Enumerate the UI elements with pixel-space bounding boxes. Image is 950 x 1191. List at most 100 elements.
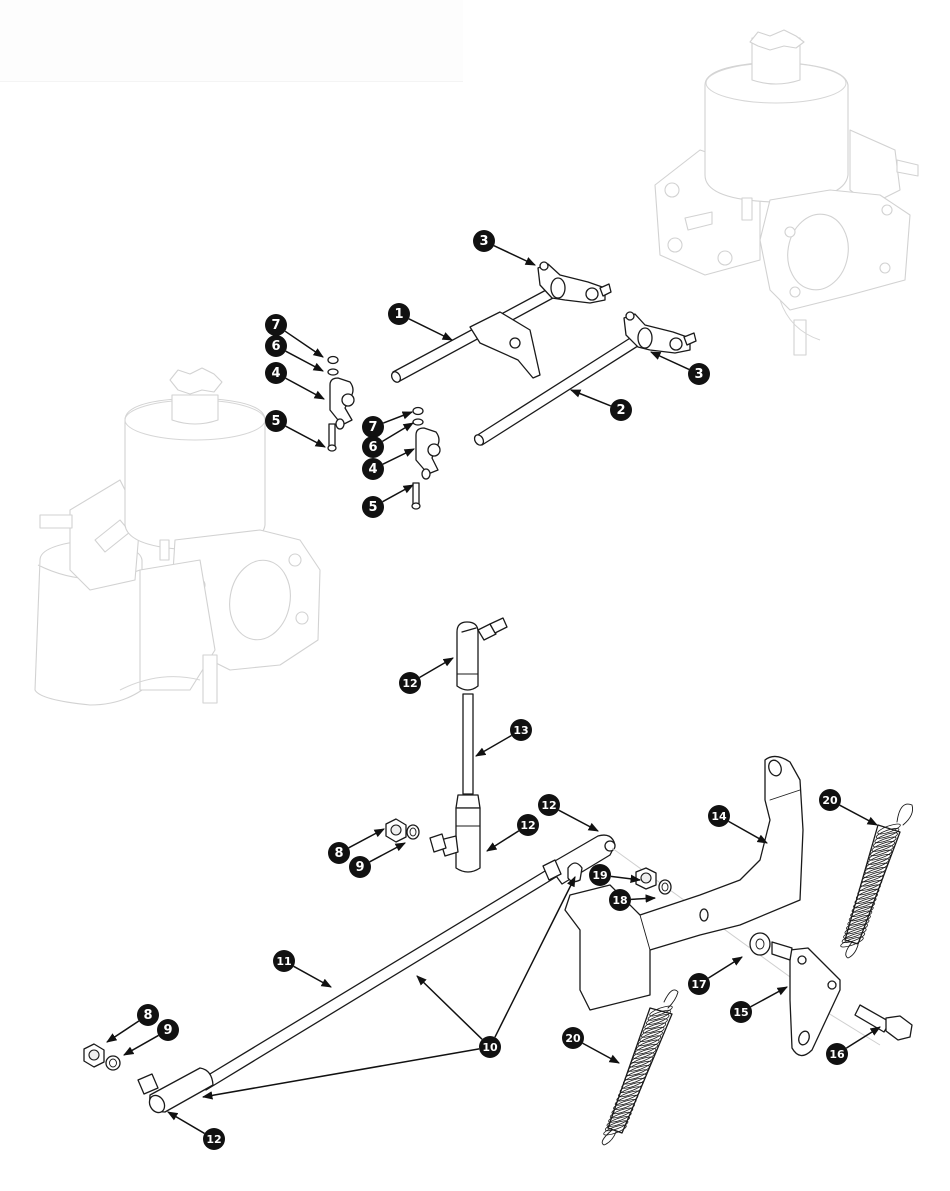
leader-arrow [285,350,324,372]
spring-coil [647,1009,672,1021]
callout-number: 16 [829,1048,845,1061]
callout-number: 7 [271,318,280,333]
callout-9: 9Spring washer [157,1019,179,1041]
spring-coil [873,836,897,848]
callout-badge [362,416,384,438]
leader-arrow [493,245,536,266]
spring-coil [631,1052,655,1064]
leader-arrow [707,956,743,979]
spring-coil [848,910,873,922]
callout-12: 12Ball joint [399,672,421,694]
callout-18: 18Spring washer [609,889,631,911]
spring-coil [604,1120,629,1132]
part-1-throttle-spindle [390,288,554,383]
leader-arrow [201,1048,480,1100]
spring-coil [608,1111,632,1123]
leader-arrow [382,448,415,465]
callout-number: 5 [368,500,377,515]
spring-coil [877,823,901,835]
spring-coil [618,1086,642,1098]
spring-coil [621,1077,645,1089]
callout-badge [362,458,384,480]
callout-badge [265,410,287,432]
callout-badge [688,363,710,385]
callout-badge [349,856,371,878]
leader-arrow [419,657,454,679]
callout-2: 2Throttle spindle [610,399,632,421]
spring-coil [632,1048,657,1059]
callout-number: 3 [694,367,703,382]
spring-coil [616,1090,640,1102]
leader-arrow [650,351,690,371]
callout-badge [137,1004,159,1026]
callout-3: 3Throttle lever clamp [473,230,495,252]
spring-coil [874,832,898,844]
spring-coil [870,845,894,857]
spring-coil [860,875,884,887]
leader-arrow [728,820,768,844]
callout-badge [562,1027,584,1049]
parts-8-9-middle [385,818,420,843]
callout-badge [826,1043,848,1065]
callout-badge [609,889,631,911]
parts-4-7-lower-set [411,406,441,510]
leader-arrow [630,894,657,903]
callout-number: 5 [271,414,280,429]
callout-17: 17Washer [688,973,710,995]
spring-coil [645,1014,670,1025]
leader-arrow [369,842,406,863]
spring-coil [843,927,867,939]
callout-6: 6Washer [265,335,287,357]
spring-coil [853,897,877,909]
spring-coil [857,884,881,896]
leader-arrow [293,965,332,988]
callout-1: 1Throttle spindle with bracket [388,303,410,325]
spring-coil [855,888,880,900]
callout-badge [157,1019,179,1041]
callout-number: 20 [565,1032,581,1045]
spring-coil [865,858,890,870]
leader-arrow [750,986,788,1008]
callout-8: 8Nut [137,1004,159,1026]
leader-arrow [475,734,512,757]
callout-5: 5Screw [265,410,287,432]
spring-coil [634,1043,658,1055]
callout-badge [362,496,384,518]
leader-arrow [382,484,414,503]
callout-number: 6 [368,440,377,455]
parts-18-19 [635,867,672,895]
part-11-throttle-rod [137,834,616,1114]
leader-arrow [285,377,325,400]
leader-arrow [845,1026,881,1049]
callout-number: 4 [271,366,280,381]
callout-badge [708,805,730,827]
leader-arrow [839,804,878,826]
part-3-lever-clamp-lower [623,311,697,354]
spring-coil [619,1082,644,1093]
spring-coil [858,880,883,891]
spring-coil [641,1026,665,1038]
callout-badge [265,362,287,384]
callout-7: 7Nut [265,314,287,336]
callout-4: 4Lever [362,458,384,480]
callout-14: 14Mounting bracket [708,805,730,827]
leader-arrow [582,1042,620,1064]
part-20-spring-lower [601,989,679,1146]
callout-badge [265,314,287,336]
spring-coil [622,1073,647,1085]
spring-coil [639,1031,663,1042]
spring-coil [863,867,887,878]
spring-coil [875,827,900,839]
spring-coil [845,919,870,930]
spring-coil [624,1069,649,1081]
callout-3: 3Throttle lever clamp [688,363,710,385]
callout-number: 12 [520,819,535,832]
callout-badge [362,436,384,458]
callout-20: 20Return spring [562,1027,584,1049]
callout-12: 12Ball joint [538,794,560,816]
leader-arrow [382,411,413,424]
spring-coil [841,932,866,944]
part-14-mounting-bracket [564,755,804,1011]
part-20-spring-upper [840,803,914,959]
callout-number: 12 [206,1133,221,1146]
